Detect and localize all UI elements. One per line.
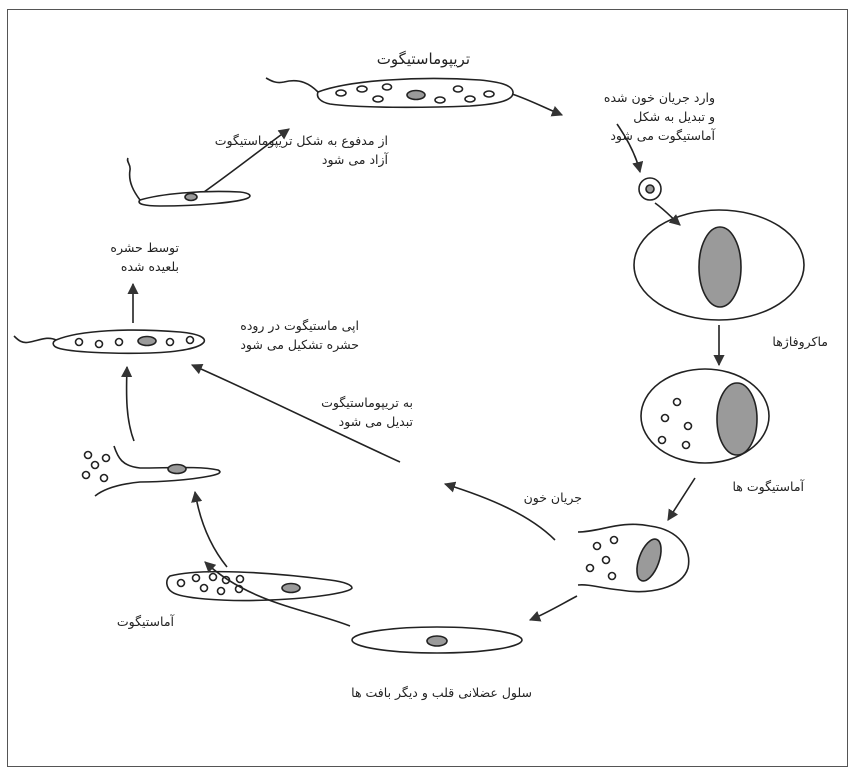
transforming-cell xyxy=(83,446,220,496)
infected-macrophage-cell xyxy=(641,369,769,463)
bursting-cell xyxy=(578,524,689,591)
label-to-trypomastigote: به تریپوماستیگوت تبدیل می شود xyxy=(321,393,413,431)
label-trypomastigote: تریپوماستیگوت xyxy=(377,50,470,69)
label-blood-entry: وارد جریان خون شده و تبدیل به شکل آماستی… xyxy=(604,88,715,145)
label-macrophages: ماکروفاژها xyxy=(772,332,828,351)
label-epimastigote-gut: اپی ماستیگوت در روده حشره تشکیل می شود xyxy=(240,316,359,354)
trypomastigote-cell xyxy=(266,78,513,107)
label-muscle-cell: سلول عضلانی قلب و دیگر بافت ها xyxy=(351,683,532,702)
label-feces-release: از مدفوع به شکل تریپوماستیگوت آزاد می شو… xyxy=(215,131,388,169)
label-bloodstream: جریان خون xyxy=(524,488,582,507)
label-insect-ingest: توسط حشره بلعیده شده xyxy=(110,238,179,276)
macrophage-cell xyxy=(634,210,804,320)
label-amastigote: آماستیگوت xyxy=(117,612,174,631)
amastigote-small-cell xyxy=(639,178,661,200)
label-amastigotes: آماستیگوت ها xyxy=(733,477,805,496)
epimastigote-cell xyxy=(14,330,204,353)
muscle-cell xyxy=(352,627,522,653)
